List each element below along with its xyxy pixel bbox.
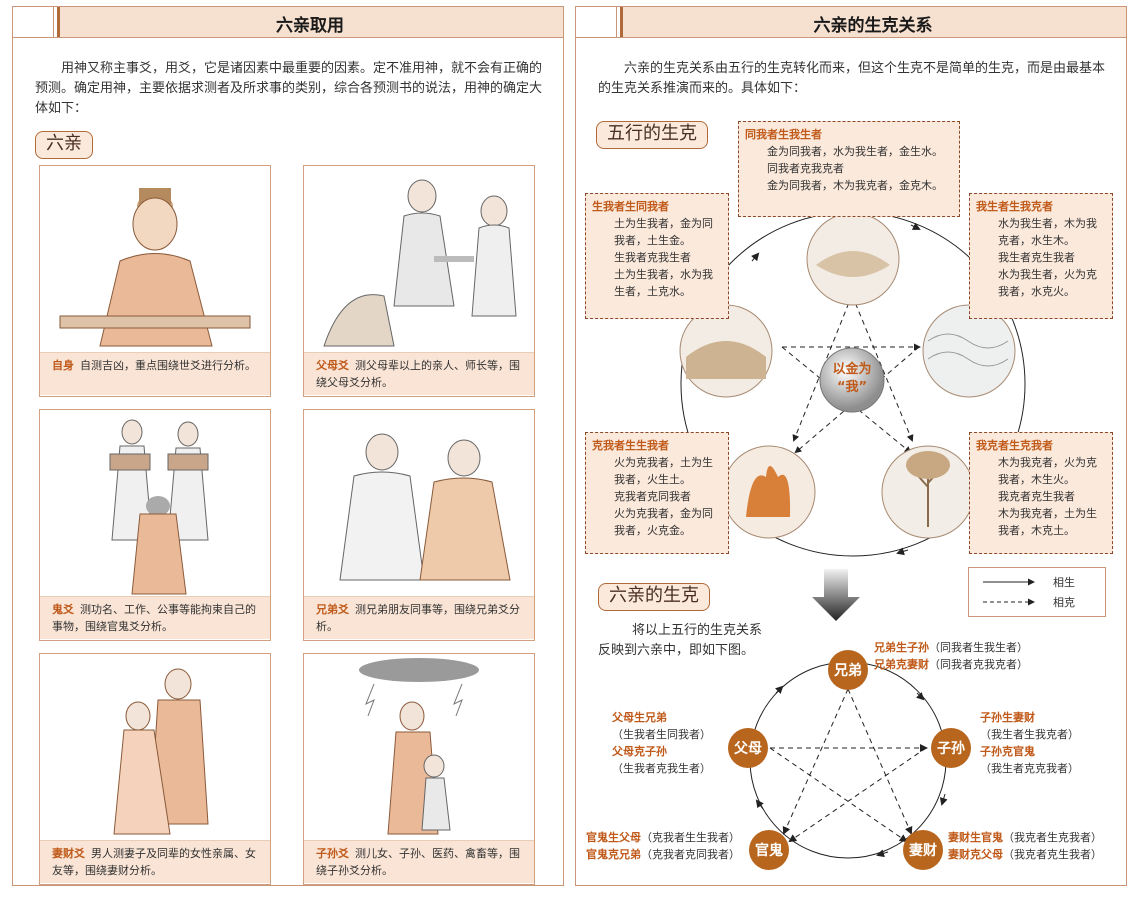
down-arrow-icon	[812, 569, 860, 621]
card-zishen: 自身自测吉凶，重点围绕世爻进行分析。	[39, 165, 271, 397]
element-metal-illustration	[806, 212, 900, 306]
legend: 相生 相克	[968, 567, 1106, 617]
card-desc: 测兄弟朋友同事等，围绕兄弟爻分析。	[316, 603, 520, 633]
right-header: 六亲的生克关系	[576, 7, 1126, 38]
liuqin-diagram	[728, 650, 971, 870]
node-zisun: 子孙	[937, 741, 965, 757]
card-guangui: 鬼爻测功名、工作、公事等能拘束自己的事物，围绕官鬼爻分析。	[39, 409, 271, 641]
card-term: 妻财爻	[52, 847, 85, 860]
card-desc: 测功名、工作、公事等能拘束自己的事物，围绕官鬼爻分析。	[52, 603, 256, 633]
liuqin-intro-2: 反映到六亲中，即如下图。	[598, 643, 755, 658]
figure-kneeling-official-illustration	[40, 410, 270, 597]
card-term: 自身	[52, 359, 74, 372]
box-tongwo: 同我者生我生者 金为同我者，水为我生者，金生水。 同我者克我克者 金为同我者，木…	[738, 121, 960, 217]
ann-xiongdi: 兄弟生子孙（同我者生我生者） 兄弟克妻财（同我者克我克者）	[874, 641, 1028, 671]
legend-sheng: 相生	[1053, 576, 1075, 589]
card-desc: 测儿女、子孙、医药、禽畜等，围绕子孙爻分析。	[316, 847, 520, 877]
liuqin-intro-1: 将以上五行的生克关系	[632, 623, 763, 638]
box-woke: 我克者生克我者 木为我克者，火为克我者，木生火。 我克者克生我者 木为我克者，土…	[969, 432, 1113, 554]
card-qicai: 妻财爻男人测妻子及同辈的女性亲属、女友等，围绕妻财分析。	[39, 653, 271, 885]
left-title: 六亲取用	[276, 16, 344, 36]
box-wosheng: 我生者生我克者 水为我生者，木为我克者，水生木。 我生者克生我者 水为我生者，火…	[969, 193, 1113, 319]
ann-guangui: 官鬼生父母（克我者生生我者） 官鬼克兄弟（克我者克同我者）	[586, 831, 740, 861]
card-xiongdi: 兄弟爻测兄弟朋友同事等，围绕兄弟爻分析。	[303, 409, 535, 641]
card-fumu: 父母爻测父母辈以上的亲人、师长等，围绕父母爻分析。	[303, 165, 535, 397]
node-qicai: 妻财	[909, 843, 937, 859]
node-xiongdi: 兄弟	[834, 663, 862, 679]
element-wood-illustration	[881, 445, 975, 539]
left-intro: 用神又称主事爻，用爻，它是诸因素中最重要的因素。定不准用神，就不会有正确的预测。…	[35, 61, 543, 116]
element-earth-illustration	[679, 304, 773, 398]
right-title: 六亲的生克关系	[813, 16, 933, 36]
section-wuxing-label: 五行的生克	[596, 121, 708, 149]
figure-parent-and-child-illustration	[304, 654, 534, 841]
element-water-illustration	[922, 304, 1016, 398]
section-liuqin-shengke-label: 六亲的生克	[598, 583, 710, 611]
legend-ke: 相克	[1053, 596, 1075, 609]
card-term: 子孙爻	[316, 847, 349, 860]
left-panel: 六亲取用 用神又称主事爻，用爻，它是诸因素中最重要的因素。定不准用神，就不会有正…	[12, 6, 564, 886]
card-desc: 男人测妻子及同辈的女性亲属、女友等，围绕妻财分析。	[52, 847, 256, 877]
node-guangui: 官鬼	[755, 843, 783, 859]
card-term: 鬼爻	[52, 603, 74, 616]
box-shengwo: 生我者生同我者 土为生我者，金为同我者，土生金。 生我者克我生者 土为生我者，水…	[585, 193, 729, 319]
box-kewo: 克我者生生我者 火为克我者，土为生我者，火生土。 克我者克同我者 火为克我者，金…	[585, 432, 729, 554]
center-label: 以金为 “我”	[832, 362, 872, 395]
figure-couple-illustration	[40, 654, 270, 841]
right-panel: 六亲的生克关系 六亲的生克关系由五行的生克转化而来，但这个生克不是简单的生克，而…	[575, 6, 1127, 886]
ann-zisun: 子孙生妻财 （我生者生我克者） 子孙克官鬼 （我生者克克我者）	[980, 711, 1079, 775]
right-intro: 六亲的生克关系由五行的生克转化而来，但这个生克不是简单的生克，而是由最基本的生克…	[598, 61, 1106, 96]
ann-fumu: 父母生兄弟 （生我者生同我者） 父母克子孙 （生我者克我生者）	[612, 711, 711, 775]
section-liuqin-label: 六亲	[35, 131, 93, 159]
figure-two-brothers-illustration	[304, 410, 534, 597]
wuxing-diagram	[679, 211, 1026, 621]
card-zisun: 子孙爻测儿女、子孙、医药、禽畜等，围绕子孙爻分析。	[303, 653, 535, 885]
card-desc: 测父母辈以上的亲人、师长等，围绕父母爻分析。	[316, 359, 520, 389]
figure-seated-official-illustration	[40, 166, 270, 353]
card-term: 兄弟爻	[316, 603, 349, 616]
left-header: 六亲取用	[13, 7, 563, 38]
ann-qicai: 妻财生官鬼（我克者生克我者） 妻财克父母（我克者克生我者）	[948, 831, 1102, 861]
figure-kneeling-to-parents-illustration	[304, 166, 534, 353]
card-desc: 自测吉凶，重点围绕世爻进行分析。	[80, 359, 256, 372]
node-fumu: 父母	[734, 741, 762, 757]
element-fire-illustration	[722, 445, 816, 539]
card-term: 父母爻	[316, 359, 349, 372]
